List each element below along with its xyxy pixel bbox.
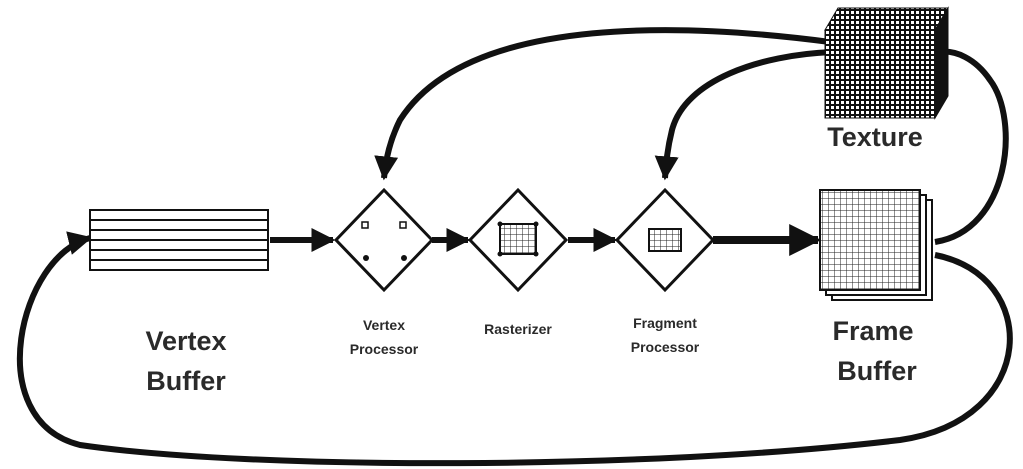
- vertex-processor-icon: [333, 187, 435, 293]
- texture-arrow-to-fragment-processor: [654, 49, 833, 181]
- vertex-buffer-label-line1: Vertex: [145, 326, 226, 356]
- rasterizer-icon: [467, 187, 569, 293]
- frame-buffer-icon: [819, 189, 933, 301]
- fragment-processor-label-line2: Processor: [631, 339, 700, 355]
- frame-buffer-label-line2: Buffer: [837, 356, 917, 386]
- fragment-processor-label-line1: Fragment: [633, 315, 697, 331]
- texture-icon: [824, 6, 949, 120]
- rasterizer-label: Rasterizer: [484, 321, 552, 337]
- texture-arrow-to-vertex-processor: [374, 27, 831, 181]
- vertex-processor-label-line1: Vertex: [363, 317, 405, 333]
- vertex-buffer-icon: [89, 209, 269, 271]
- feedback-arrow-frame-to-vertex-buffer: [16, 231, 1013, 467]
- texture-label: Texture: [827, 122, 923, 152]
- vertex-processor-label-line2: Processor: [350, 341, 419, 357]
- frame-buffer-to-texture-arrow: [934, 48, 1009, 245]
- vertex-buffer-label-line2: Buffer: [146, 366, 226, 396]
- fragment-processor-icon: [614, 187, 716, 293]
- frame-buffer-label-line1: Frame: [832, 316, 913, 346]
